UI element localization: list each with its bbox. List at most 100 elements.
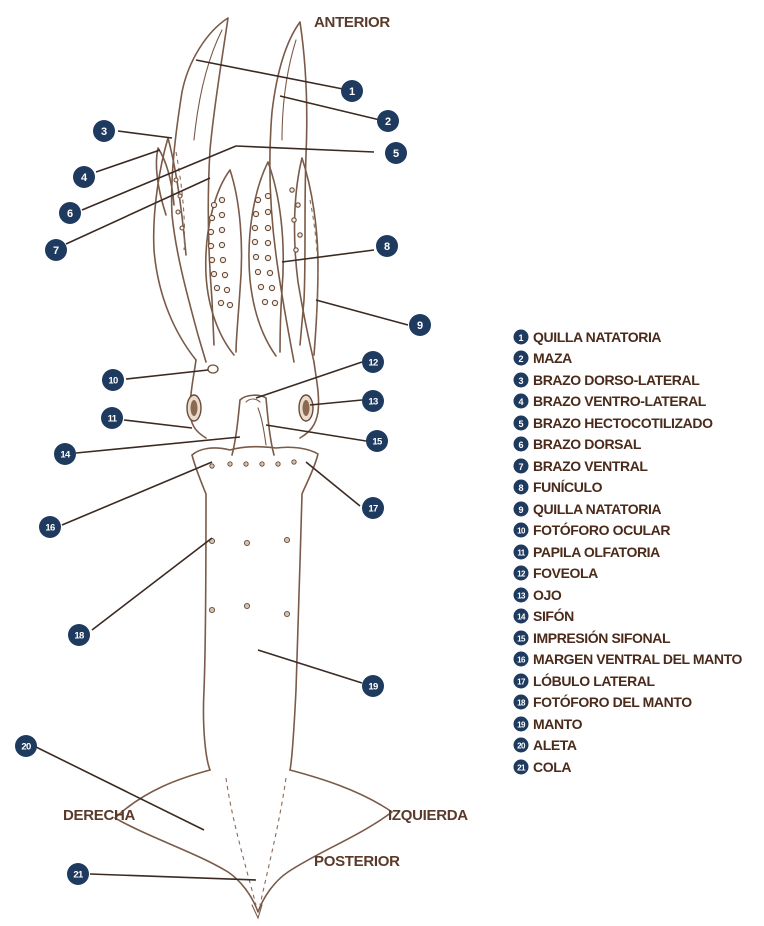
badge-13: 13 bbox=[362, 390, 384, 412]
badge-9: 9 bbox=[409, 314, 431, 336]
badge-20: 20 bbox=[15, 735, 37, 757]
svg-text:11: 11 bbox=[517, 549, 525, 558]
svg-text:COLA: COLA bbox=[533, 759, 571, 775]
svg-text:4: 4 bbox=[81, 172, 88, 184]
svg-text:FOTÓFORO OCULAR: FOTÓFORO OCULAR bbox=[533, 521, 670, 538]
badge-12: 12 bbox=[362, 351, 384, 373]
legend-item: 13OJO bbox=[514, 587, 562, 603]
svg-text:20: 20 bbox=[517, 742, 526, 751]
badge-11: 11 bbox=[101, 407, 123, 429]
svg-text:7: 7 bbox=[53, 245, 59, 257]
svg-text:6: 6 bbox=[518, 440, 523, 450]
svg-text:19: 19 bbox=[517, 721, 526, 730]
legend-item: 4 BRAZO VENTRO-LATERAL bbox=[514, 393, 707, 409]
svg-text:9: 9 bbox=[518, 505, 523, 515]
squid-illustration bbox=[115, 18, 392, 918]
legend-item: 20 ALETA bbox=[514, 737, 577, 753]
svg-text:MANTO: MANTO bbox=[533, 716, 583, 732]
tail-midline bbox=[226, 778, 286, 905]
badge-18: 18 bbox=[68, 624, 90, 646]
svg-text:13: 13 bbox=[368, 397, 378, 408]
badge-3: 3 bbox=[93, 120, 115, 142]
svg-text:BRAZO HECTOCOTILIZADO: BRAZO HECTOCOTILIZADO bbox=[533, 415, 713, 431]
fins bbox=[115, 770, 392, 912]
legend-item: 19 MANTO bbox=[514, 716, 583, 732]
legend-item: 2 MAZA bbox=[514, 350, 573, 366]
svg-text:12: 12 bbox=[517, 570, 526, 579]
svg-text:10: 10 bbox=[517, 527, 526, 536]
badge-2: 2 bbox=[377, 110, 399, 132]
svg-text:ALETA: ALETA bbox=[533, 737, 577, 753]
svg-text:15: 15 bbox=[517, 635, 526, 644]
badge-6: 6 bbox=[59, 202, 81, 224]
legend-item: 7 BRAZO VENTRAL bbox=[514, 458, 649, 474]
badge-16: 16 bbox=[39, 516, 61, 538]
legend-item: 9 QUILLA NATATORIA bbox=[514, 501, 662, 517]
legend-item: 8 FUNÍCULO bbox=[514, 479, 603, 495]
badge-10: 10 bbox=[102, 369, 124, 391]
svg-text:2: 2 bbox=[385, 116, 391, 128]
svg-text:LÓBULO LATERAL: LÓBULO LATERAL bbox=[533, 672, 656, 689]
badge-4: 4 bbox=[73, 166, 95, 188]
mantle-margin-dots bbox=[210, 460, 296, 468]
legend-item: 21 COLA bbox=[514, 759, 572, 775]
svg-text:19: 19 bbox=[368, 682, 378, 693]
svg-text:21: 21 bbox=[73, 870, 84, 881]
ocular-photophore bbox=[208, 365, 218, 373]
svg-text:16: 16 bbox=[517, 656, 526, 665]
svg-text:BRAZO VENTRO-LATERAL: BRAZO VENTRO-LATERAL bbox=[533, 393, 707, 409]
svg-text:6: 6 bbox=[67, 208, 73, 220]
badge-5: 5 bbox=[385, 142, 407, 164]
svg-text:IMPRESIÓN SIFONAL: IMPRESIÓN SIFONAL bbox=[533, 629, 671, 646]
legend-item: 5 BRAZO HECTOCOTILIZADO bbox=[514, 415, 714, 431]
svg-text:21: 21 bbox=[517, 764, 526, 773]
svg-text:17: 17 bbox=[517, 678, 526, 687]
svg-text:BRAZO DORSO-LATERAL: BRAZO DORSO-LATERAL bbox=[533, 372, 700, 388]
legend-item: 11 PAPILA OLFATORIA bbox=[514, 544, 661, 560]
svg-text:15: 15 bbox=[372, 437, 383, 448]
svg-text:5: 5 bbox=[518, 419, 523, 429]
svg-text:4: 4 bbox=[518, 397, 523, 407]
svg-text:14: 14 bbox=[60, 450, 71, 461]
svg-text:FUNÍCULO: FUNÍCULO bbox=[533, 479, 603, 495]
svg-text:8: 8 bbox=[518, 483, 523, 493]
svg-text:MAZA: MAZA bbox=[533, 350, 572, 366]
legend-item: 12 FOVEOLA bbox=[514, 565, 599, 581]
legend-item: 17 LÓBULO LATERAL bbox=[514, 672, 656, 689]
svg-text:PAPILA OLFATORIA: PAPILA OLFATORIA bbox=[533, 544, 660, 560]
svg-text:7: 7 bbox=[518, 462, 523, 472]
svg-text:FOTÓFORO DEL MANTO: FOTÓFORO DEL MANTO bbox=[533, 693, 692, 710]
orientation-izquierda: IZQUIERDA bbox=[388, 807, 468, 824]
badge-8: 8 bbox=[376, 235, 398, 257]
svg-text:BRAZO VENTRAL: BRAZO VENTRAL bbox=[533, 458, 648, 474]
svg-text:8: 8 bbox=[384, 241, 390, 253]
orientation-anterior: ANTERIOR bbox=[314, 14, 390, 31]
svg-text:QUILLA NATATORIA: QUILLA NATATORIA bbox=[533, 501, 661, 517]
badge-14: 14 bbox=[54, 443, 76, 465]
svg-text:18: 18 bbox=[74, 631, 84, 642]
svg-text:2: 2 bbox=[518, 354, 523, 364]
badge-19: 19 bbox=[362, 675, 384, 697]
svg-text:12: 12 bbox=[368, 358, 378, 369]
svg-text:3: 3 bbox=[101, 126, 107, 138]
badge-15: 15 bbox=[366, 430, 388, 452]
badge-7: 7 bbox=[45, 239, 67, 261]
svg-text:3: 3 bbox=[518, 376, 523, 386]
svg-text:9: 9 bbox=[417, 320, 423, 332]
svg-text:18: 18 bbox=[517, 699, 526, 708]
orientation-posterior: POSTERIOR bbox=[314, 853, 400, 870]
svg-text:FOVEOLA: FOVEOLA bbox=[533, 565, 598, 581]
badge-21: 21 bbox=[67, 863, 89, 885]
svg-text:OJO: OJO bbox=[533, 587, 562, 603]
svg-text:14: 14 bbox=[517, 613, 526, 622]
svg-text:1: 1 bbox=[518, 333, 523, 343]
svg-text:17: 17 bbox=[368, 504, 378, 515]
legend-item: 10 FOTÓFORO OCULAR bbox=[514, 521, 671, 538]
badge-17: 17 bbox=[362, 497, 384, 519]
svg-text:16: 16 bbox=[45, 523, 55, 534]
legend-item: 18 FOTÓFORO DEL MANTO bbox=[514, 693, 693, 710]
